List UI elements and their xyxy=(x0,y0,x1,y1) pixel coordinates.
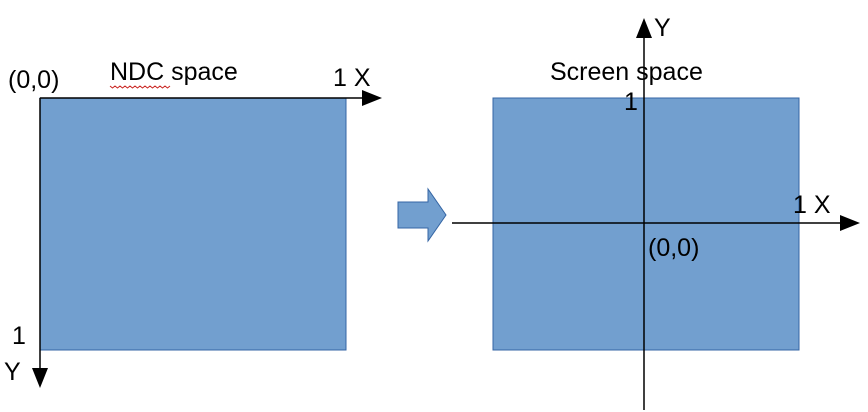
ndc-space-rect xyxy=(39,97,347,351)
ndc-x-label: 1 X xyxy=(333,64,371,92)
ndc-y-tick-label: 1 xyxy=(12,322,26,350)
screen-y-axis-label: Y xyxy=(654,14,671,42)
ndc-x-arrowhead-icon xyxy=(362,90,382,106)
right-arrow-icon xyxy=(397,187,447,243)
ndc-origin-label: (0,0) xyxy=(8,66,59,94)
ndc-y-arrowhead-icon xyxy=(32,368,48,388)
ndc-title: NDC space xyxy=(110,58,238,86)
screen-origin-label: (0,0) xyxy=(648,234,699,262)
ndc-y-axis-label: Y xyxy=(4,358,21,386)
ndc-spellcheck-underline xyxy=(109,85,171,89)
screen-title: Screen space xyxy=(550,58,703,86)
screen-space-panel: Y Screen space 1 1 X (0,0) xyxy=(452,14,860,410)
screen-y-arrowhead-icon xyxy=(636,18,652,38)
ndc-space-panel: (0,0) NDC space 1 X 1 Y xyxy=(4,58,382,388)
screen-space-rect xyxy=(492,97,800,351)
screen-x-arrowhead-icon xyxy=(840,215,860,231)
screen-x-label: 1 X xyxy=(793,191,831,219)
transition-arrow xyxy=(397,187,447,243)
screen-y-tick-label: 1 xyxy=(624,88,638,116)
